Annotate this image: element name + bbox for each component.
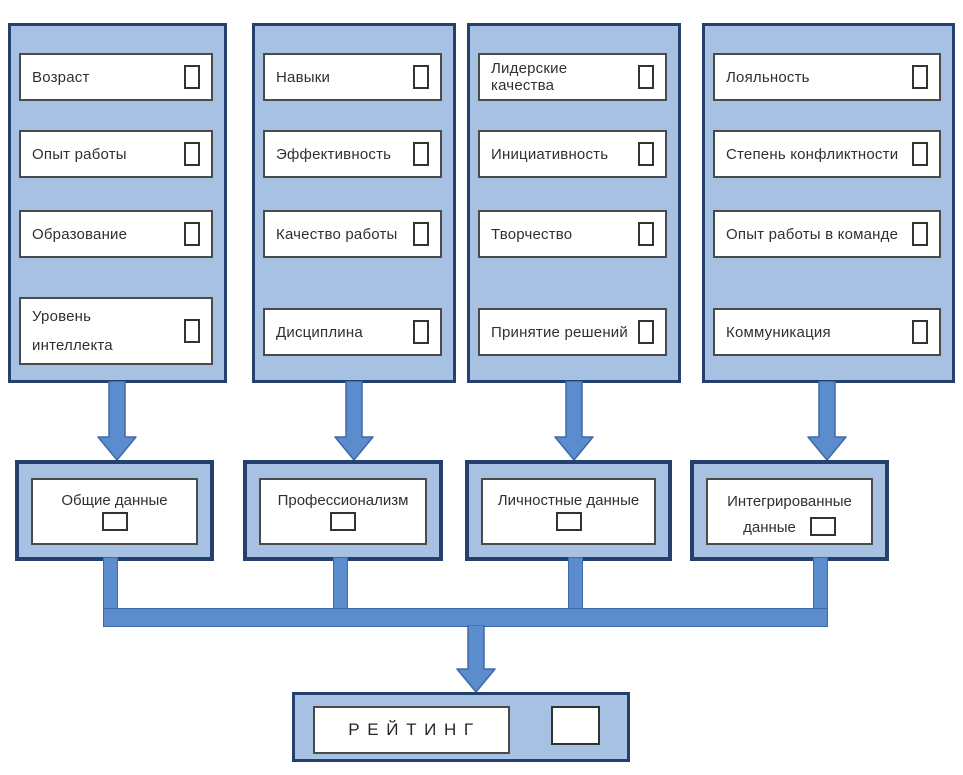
score-checkbox-field[interactable] bbox=[184, 319, 200, 343]
score-checkbox-field[interactable] bbox=[413, 222, 429, 246]
criteria-item-loyalty: Лояльность bbox=[713, 53, 941, 101]
connector-line bbox=[813, 557, 828, 610]
criteria-label: Качество работы bbox=[276, 225, 398, 243]
summary-inner-box: Личностные данные bbox=[481, 478, 656, 545]
criteria-item-age: Возраст bbox=[19, 53, 213, 101]
score-checkbox-field[interactable] bbox=[101, 512, 128, 531]
criteria-item-skills: Навыки bbox=[263, 53, 442, 101]
criteria-item-communication: Коммуникация bbox=[713, 308, 941, 356]
score-checkbox-field[interactable] bbox=[638, 222, 654, 246]
score-checkbox-field[interactable] bbox=[555, 512, 582, 531]
criteria-label: Лидерские качества bbox=[491, 60, 568, 94]
summary-label: Общие данные bbox=[61, 492, 168, 509]
score-checkbox-field[interactable] bbox=[638, 142, 654, 166]
connector-line bbox=[103, 557, 118, 610]
criteria-item-efficiency: Эффективность bbox=[263, 130, 442, 178]
criteria-item-education: Образование bbox=[19, 210, 213, 258]
score-checkbox-field[interactable] bbox=[912, 320, 928, 344]
score-checkbox-field[interactable] bbox=[413, 142, 429, 166]
down-arrow-icon bbox=[554, 381, 594, 461]
criteria-panel-professionalism: Навыки Эффективность Качество работы Дис… bbox=[252, 23, 456, 383]
rating-box: РЕЙТИНГ bbox=[292, 692, 630, 762]
connector-line bbox=[333, 557, 348, 610]
connector-line bbox=[568, 557, 583, 610]
summary-label: Профессионализм bbox=[277, 492, 409, 509]
rating-label-box: РЕЙТИНГ bbox=[313, 706, 510, 754]
criteria-item-creativity: Творчество bbox=[478, 210, 667, 258]
score-checkbox-field[interactable] bbox=[184, 142, 200, 166]
criteria-item-work-experience: Опыт работы bbox=[19, 130, 213, 178]
criteria-label: Коммуникация bbox=[726, 323, 831, 341]
down-arrow-icon bbox=[807, 381, 847, 461]
score-checkbox-field[interactable] bbox=[912, 142, 928, 166]
down-arrow-icon bbox=[97, 381, 137, 461]
criteria-item-teamwork-experience: Опыт работы в команде bbox=[713, 210, 941, 258]
criteria-item-discipline: Дисциплина bbox=[263, 308, 442, 356]
score-checkbox-field[interactable] bbox=[184, 65, 200, 89]
score-checkbox-field[interactable] bbox=[638, 320, 654, 344]
summary-inner-box: Интегрированные данные bbox=[706, 478, 873, 545]
summary-label: Интегрированные данные bbox=[727, 493, 852, 537]
summary-box-professionalism: Профессионализм bbox=[243, 460, 443, 561]
criteria-label: Опыт работы в команде bbox=[726, 225, 899, 243]
criteria-label: Эффективность bbox=[276, 145, 392, 163]
criteria-label: Лояльность bbox=[726, 68, 810, 86]
criteria-label: Навыки bbox=[276, 68, 331, 86]
criteria-label: Образование bbox=[32, 225, 128, 243]
criteria-label: Степень конфликтности bbox=[726, 145, 899, 163]
score-checkbox-field[interactable] bbox=[912, 222, 928, 246]
rating-score-field[interactable] bbox=[551, 706, 600, 745]
criteria-label: Творчество bbox=[491, 225, 573, 243]
criteria-label: Дисциплина bbox=[276, 323, 363, 341]
summary-box-integrated-data: Интегрированные данные bbox=[690, 460, 889, 561]
summary-box-general-data: Общие данные bbox=[15, 460, 214, 561]
summary-label: Личностные данные bbox=[497, 492, 640, 509]
criteria-label: Возраст bbox=[32, 68, 90, 86]
down-arrow-icon bbox=[334, 381, 374, 461]
score-checkbox-field[interactable] bbox=[638, 65, 654, 89]
score-checkbox-field[interactable] bbox=[809, 517, 836, 537]
criteria-panel-integrated: Лояльность Степень конфликтности Опыт ра… bbox=[702, 23, 955, 383]
criteria-item-leadership: Лидерские качества bbox=[478, 53, 667, 101]
down-arrow-icon bbox=[456, 625, 496, 693]
collector-bar bbox=[103, 608, 828, 627]
score-checkbox-field[interactable] bbox=[413, 65, 429, 89]
criteria-item-work-quality: Качество работы bbox=[263, 210, 442, 258]
criteria-label: Принятие решений bbox=[491, 323, 628, 341]
summary-box-personal-data: Личностные данные bbox=[465, 460, 672, 561]
rating-label: РЕЙТИНГ bbox=[348, 720, 481, 739]
criteria-item-decision-making: Принятие решений bbox=[478, 308, 667, 356]
score-checkbox-field[interactable] bbox=[330, 512, 356, 531]
summary-inner-box: Профессионализм bbox=[259, 478, 427, 545]
criteria-label: Опыт работы bbox=[32, 145, 127, 163]
score-checkbox-field[interactable] bbox=[413, 320, 429, 344]
score-checkbox-field[interactable] bbox=[912, 65, 928, 89]
criteria-panel-personal: Лидерские качества Инициативность Творче… bbox=[467, 23, 681, 383]
criteria-item-initiative: Инициативность bbox=[478, 130, 667, 178]
criteria-item-conflict-level: Степень конфликтности bbox=[713, 130, 941, 178]
criteria-item-intelligence-level: Уровень интеллекта bbox=[19, 297, 213, 365]
summary-inner-box: Общие данные bbox=[31, 478, 198, 545]
criteria-label: Инициативность bbox=[491, 145, 609, 163]
criteria-panel-general: Возраст Опыт работы Образование Уровень … bbox=[8, 23, 227, 383]
score-checkbox-field[interactable] bbox=[184, 222, 200, 246]
criteria-label: Уровень интеллекта bbox=[32, 307, 113, 354]
